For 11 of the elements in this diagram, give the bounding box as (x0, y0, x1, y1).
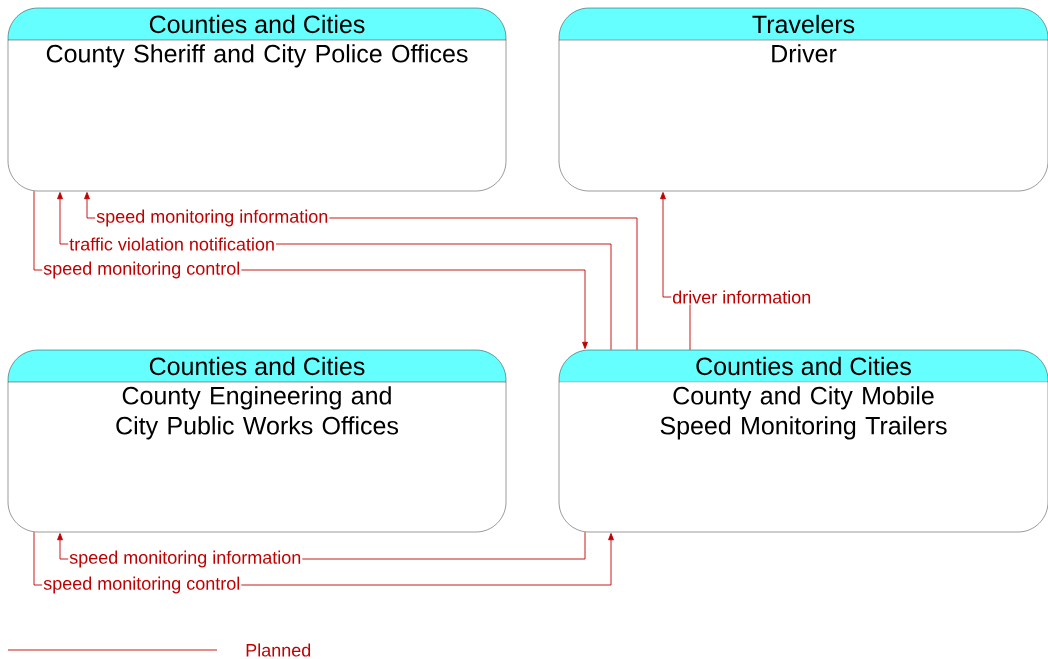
edge-label: speed monitoring information (68, 549, 303, 569)
entity-box: Counties and Cities County Engineering and City Public Works Offices (7, 349, 507, 533)
edge-label: traffic violation notification (68, 236, 276, 252)
edge-label: speed monitoring control (42, 575, 242, 595)
entity-box: Travelers Driver (558, 7, 1048, 192)
entity-box: Counties and Cities County Sheriff and City Police Offices (7, 7, 507, 192)
edge-label: speed monitoring control (42, 260, 242, 280)
legend-entry: Planned (7, 643, 311, 657)
edge-label: driver information (671, 289, 813, 305)
edge-label: speed monitoring information (95, 208, 330, 228)
entity-box: Counties and Cities County and City Mobile Speed Monitoring Trailers (558, 349, 1048, 533)
